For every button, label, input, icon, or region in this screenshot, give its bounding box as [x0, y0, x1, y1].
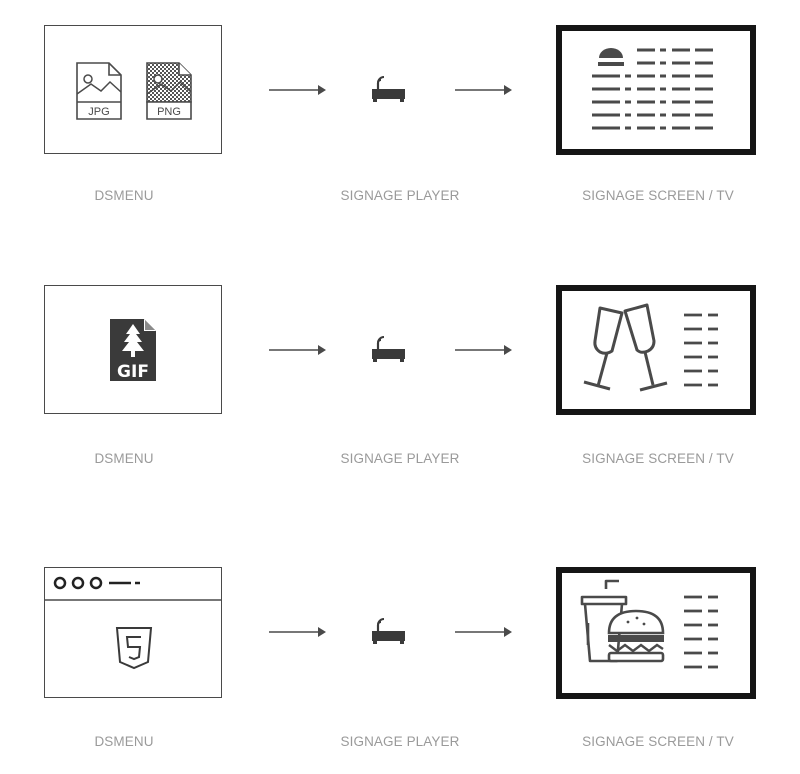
- source-label: DSMENU: [94, 188, 154, 203]
- burger-menu-screen-icon: [592, 48, 713, 130]
- source-label: DSMENU: [94, 451, 154, 466]
- signage-screen: [556, 285, 756, 415]
- file-type-label: JPG: [88, 106, 109, 118]
- source-box: GIF: [44, 285, 222, 414]
- signage-screen: [556, 567, 756, 699]
- flow-row-1: JPG PNG: [0, 25, 800, 225]
- file-type-label: GIF: [117, 362, 149, 382]
- html5-icon: [115, 627, 153, 670]
- arrow-right-icon: [269, 85, 326, 95]
- screen-label: SIGNAGE SCREEN / TV: [582, 451, 734, 466]
- champagne-glasses-screen-icon: [583, 303, 718, 392]
- browser-window: [44, 567, 222, 698]
- arrow-right-icon: [455, 85, 512, 95]
- file-type-label: PNG: [157, 106, 181, 118]
- player-label: SIGNAGE PLAYER: [340, 734, 460, 749]
- player-label: SIGNAGE PLAYER: [340, 451, 460, 466]
- png-file-icon: PNG: [146, 62, 192, 120]
- router-icon: [372, 76, 405, 102]
- source-label: DSMENU: [94, 734, 154, 749]
- screen-label: SIGNAGE SCREEN / TV: [582, 734, 734, 749]
- gif-file-icon: GIF: [110, 319, 156, 382]
- browser-toolbar: [45, 576, 221, 601]
- router-icon: [372, 618, 405, 644]
- jpg-file-icon: JPG: [76, 62, 122, 120]
- source-box: JPG PNG: [44, 25, 222, 154]
- arrow-right-icon: [455, 345, 512, 355]
- signage-screen: [556, 25, 756, 155]
- player-label: SIGNAGE PLAYER: [340, 188, 460, 203]
- router-icon: [372, 336, 405, 362]
- arrow-right-icon: [455, 627, 512, 637]
- arrow-right-icon: [269, 345, 326, 355]
- flow-row-2: GIF: [0, 285, 800, 485]
- flow-row-3: DSMENU SIGNAGE PLAYER SIGNAGE SCREEN / T…: [0, 567, 800, 767]
- drink-burger-screen-icon: [580, 579, 718, 669]
- arrow-right-icon: [269, 627, 326, 637]
- screen-label: SIGNAGE SCREEN / TV: [582, 188, 734, 203]
